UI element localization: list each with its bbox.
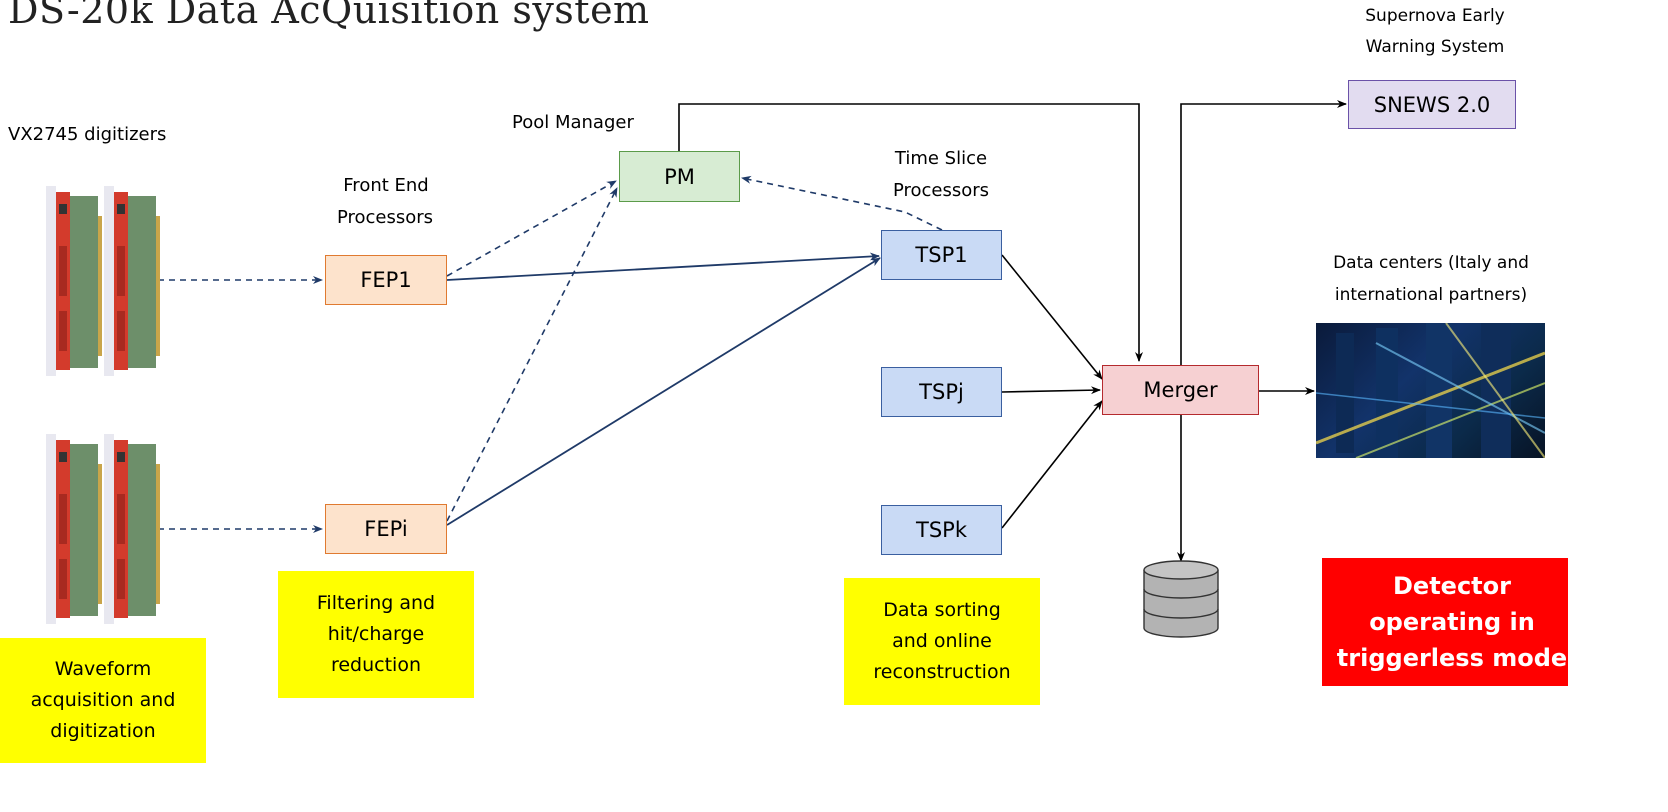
supernova-label-line2: Warning System	[1365, 37, 1505, 57]
note-sorting: Data sorting and online reconstruction	[844, 578, 1040, 705]
note-sorting-line2: and online	[892, 630, 992, 652]
tsp-label-line2: Processors	[892, 180, 990, 201]
arrow-fepi-to-pm	[446, 187, 618, 522]
tspk-box: TSPk	[881, 505, 1002, 555]
tspj-box: TSPj	[881, 367, 1002, 417]
snews-box: SNEWS 2.0	[1348, 80, 1516, 129]
datacenter-image	[1316, 323, 1545, 458]
arrow-fepi-to-tsp1	[446, 257, 881, 526]
database-icon	[1143, 560, 1219, 638]
note-detector-line1: Detector	[1393, 572, 1511, 600]
merger-label: Merger	[1143, 378, 1218, 402]
note-sorting-line3: reconstruction	[873, 661, 1011, 683]
arrow-fep1-to-tsp1	[446, 252, 880, 281]
note-detector-triggerless: Detector operating in triggerless mode	[1322, 558, 1568, 686]
note-sorting-line1: Data sorting	[883, 599, 1001, 621]
note-waveform-line1: Waveform	[54, 658, 152, 680]
digitizer-board-icon	[46, 434, 160, 624]
page-title: DS-20k Data AcQuisition system	[8, 0, 650, 32]
note-waveform: Waveform acquisition and digitization	[0, 638, 206, 763]
fep1-label: FEP1	[360, 268, 412, 292]
arrow-pm-to-merger	[678, 103, 1143, 362]
tsp-label-line1: Time Slice	[894, 148, 988, 169]
arrow-tspj-to-merger	[1001, 386, 1101, 395]
arrow-fep1-to-pm	[446, 180, 617, 277]
supernova-label-line1: Supernova Early	[1365, 6, 1505, 26]
tsp1-box: TSP1	[881, 230, 1002, 280]
front-end-label-line2: Processors	[336, 207, 434, 228]
note-detector-line2: operating in	[1369, 608, 1535, 636]
front-end-label-line1: Front End	[343, 175, 429, 196]
fep1-box: FEP1	[325, 255, 447, 305]
arrow-tsp1-to-merger	[1001, 254, 1103, 380]
pm-label: PM	[664, 164, 695, 189]
note-waveform-line3: digitization	[50, 720, 156, 742]
tspj-label: TSPj	[919, 380, 964, 404]
note-filtering-line2: hit/charge	[327, 623, 425, 645]
note-waveform-line2: acquisition and	[30, 689, 176, 711]
note-filtering: Filtering and hit/charge reduction	[278, 571, 474, 698]
arrow-tsp1-to-pm	[741, 175, 943, 231]
digitizers-label: VX2745 digitizers	[8, 124, 167, 145]
digitizer-board-icon	[46, 186, 160, 376]
fepi-box: FEPi	[325, 504, 447, 554]
tspk-label: TSPk	[916, 518, 967, 542]
note-filtering-line3: reduction	[330, 654, 421, 676]
tsp1-label: TSP1	[915, 243, 968, 267]
connection-arrows	[158, 100, 1347, 638]
pm-box: PM	[619, 151, 740, 202]
note-filtering-line1: Filtering and	[316, 592, 436, 614]
snews-label: SNEWS 2.0	[1373, 92, 1491, 117]
merger-box: Merger	[1102, 365, 1259, 415]
arrow-merger-to-snews	[1180, 100, 1347, 365]
datacenters-label-line2: international partners)	[1334, 285, 1528, 305]
fepi-label: FEPi	[364, 517, 408, 541]
pool-manager-label: Pool Manager	[512, 112, 634, 133]
datacenters-label-line1: Data centers (Italy and	[1333, 253, 1529, 273]
note-detector-line3: triggerless mode	[1336, 644, 1568, 672]
arrow-tspk-to-merger	[1001, 400, 1103, 529]
